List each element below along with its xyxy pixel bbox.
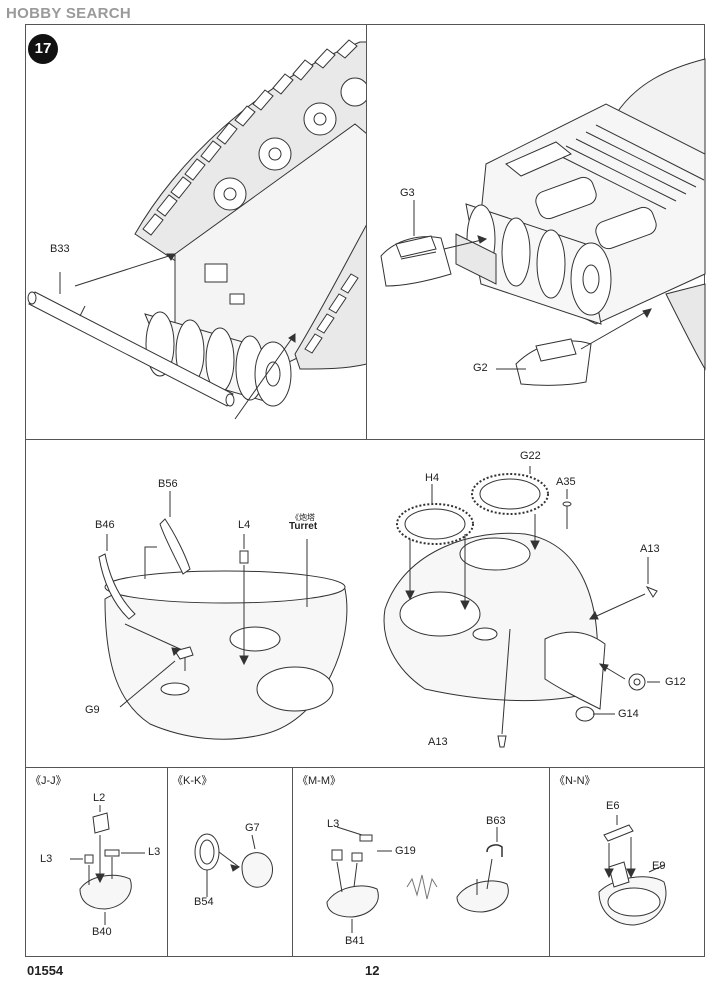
label-g7: G7 — [245, 822, 260, 834]
label-g9: G9 — [85, 704, 100, 716]
turret-half-right-illustration — [383, 466, 660, 748]
panel-detail-nn — [549, 767, 705, 957]
detail-kk-title: 《K-K》 — [172, 775, 213, 787]
detail-mm-title: 《M-M》 — [297, 775, 341, 787]
turret-half-left-illustration — [98, 491, 348, 740]
label-e6: E6 — [606, 800, 620, 812]
step-number-badge: 17 — [28, 34, 58, 64]
label-b41: B41 — [345, 935, 365, 947]
label-l3-mm: L3 — [327, 818, 340, 830]
label-g12: G12 — [665, 676, 686, 688]
label-l3-right: L3 — [148, 846, 161, 858]
label-a13-top: A13 — [640, 543, 660, 555]
label-a13-bottom: A13 — [428, 736, 448, 748]
label-b40: B40 — [92, 926, 112, 938]
logo-text: HOBBY SEARCH — [6, 5, 132, 22]
label-h4: H4 — [425, 472, 440, 484]
label-b46: B46 — [95, 519, 115, 531]
detail-jj-title: 《J-J》 — [30, 775, 67, 787]
hull-underside-illustration — [27, 39, 370, 420]
label-g22: G22 — [520, 450, 541, 462]
label-g14: G14 — [618, 708, 639, 720]
label-b33: B33 — [50, 243, 70, 255]
label-l4: L4 — [238, 519, 251, 531]
hobby-search-logo: HOBBY SEARCH — [6, 5, 131, 22]
label-l3-left: L3 — [40, 853, 53, 865]
label-turret-cn: 《炮塔 — [291, 513, 315, 522]
hull-rear-deck-illustration — [380, 58, 706, 386]
label-b63: B63 — [486, 815, 506, 827]
detail-mm-illustration — [326, 826, 509, 933]
detail-kk-illustration — [194, 833, 273, 897]
label-a35: A35 — [556, 476, 576, 488]
product-code: 01554 — [27, 963, 64, 978]
detail-nn-title: 《N-N》 — [554, 775, 596, 787]
page-number: 12 — [365, 963, 380, 978]
detail-jj-illustration — [70, 805, 145, 925]
label-b56: B56 — [158, 478, 178, 490]
label-e9: E9 — [652, 860, 666, 872]
panel-detail-jj — [25, 767, 168, 957]
label-b54: B54 — [194, 896, 214, 908]
detail-nn-illustration — [598, 815, 667, 926]
label-l2: L2 — [93, 792, 106, 804]
label-turret-en: Turret — [289, 521, 318, 532]
label-g2: G2 — [473, 362, 488, 374]
label-g19: G19 — [395, 845, 416, 857]
label-g3: G3 — [400, 187, 415, 199]
